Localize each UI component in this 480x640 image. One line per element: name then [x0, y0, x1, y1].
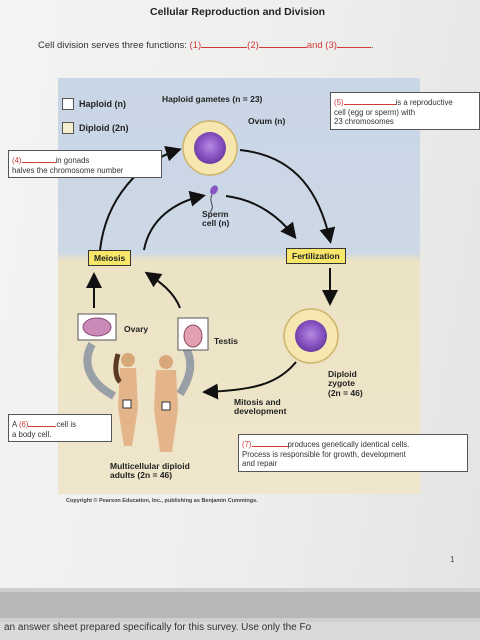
q7-text-line2: Process is responsible for growth, devel… [242, 449, 406, 459]
blank-1-line [201, 38, 248, 48]
functions-prefix: Cell division serves three functions: [38, 40, 190, 51]
conj-and: and [306, 40, 326, 51]
blank-2-label: (2) [247, 40, 259, 51]
question-7-box: (7) produces genetically identical cells.… [238, 434, 468, 473]
life-cycle-figure: Haploid (n) Diploid (2n) Haploid gametes… [58, 78, 420, 504]
q4-blank[interactable] [21, 153, 56, 163]
testis-icon [177, 317, 209, 351]
page-title: Cellular Reproduction and Division [150, 6, 326, 18]
ovum-to-fertilization-arrow [239, 149, 336, 244]
adults-to-ovary-arrow [83, 342, 117, 400]
q7-blank[interactable] [251, 437, 288, 447]
functions-question: Cell division serves three functions: (1… [38, 38, 374, 51]
q4-text-line1: in gonads [55, 156, 90, 165]
sperm-label-line2: cell (n) [202, 218, 230, 229]
legend-diploid: Diploid (2n) [62, 122, 129, 134]
q5-text-line2: cell (egg or sperm) with [334, 107, 416, 117]
mitosis-label-line2: development [234, 406, 287, 417]
adults-label: Multicellular diploid adults (2n = 46) [110, 461, 190, 481]
testis-to-meiosis-arrow [144, 271, 181, 309]
meiosis-to-sperm-arrow [143, 190, 206, 251]
q5-text-line1: is a reproductive [395, 98, 453, 107]
fertilization-tag: Fertilization [286, 248, 346, 264]
zygote-cell [283, 308, 339, 364]
mitosis-label: Mitosis and development [234, 397, 287, 417]
ovum-cell [182, 120, 238, 176]
q6-text-line2: a body cell. [12, 429, 52, 439]
q6-text-line1: cell is [56, 420, 76, 429]
ovum-label: Ovum (n) [248, 116, 286, 126]
q4-text-line2: halves the chromosome number [12, 165, 124, 175]
question-6-box: A (6) cell is a body cell. [8, 414, 112, 443]
page-number: 1 [450, 555, 455, 564]
page-gap [0, 592, 480, 618]
legend-haploid: Haploid (n) [62, 98, 126, 110]
q7-number: (7) [242, 440, 252, 449]
sperm-label: Sperm cell (n) [202, 209, 230, 229]
next-page-text: an answer sheet prepared specifically fo… [0, 622, 480, 640]
adults-label-line2: adults (2n = 46) [110, 470, 173, 481]
mitosis-label-line1: Mitosis and [234, 397, 281, 407]
copyright-text: Copyright © Pearson Education, Inc., pub… [66, 498, 258, 504]
legend-haploid-label: Haploid (n) [79, 99, 126, 109]
blank-2-line [258, 38, 307, 48]
adults-to-testis-arrow [176, 346, 195, 397]
q5-number: (5) [334, 98, 344, 107]
q6-number: (6) [18, 420, 29, 429]
haploid-gametes-label: Haploid gametes (n = 23) [162, 94, 263, 104]
sentence-end: . [370, 40, 374, 51]
legend-diploid-label: Diploid (2n) [79, 123, 129, 133]
zygote-to-adults-arrow [202, 361, 297, 400]
meiosis-to-ovum-arrow [99, 145, 182, 251]
testis-label: Testis [214, 336, 238, 346]
male-adult-figure [154, 355, 178, 452]
q5-blank[interactable] [343, 95, 396, 105]
zygote-label: Diploid zygote (2n = 46) [328, 369, 363, 398]
diagram-graphics [77, 120, 339, 452]
legend-diploid-swatch [62, 122, 74, 134]
blank-3-line [336, 38, 371, 48]
sperm-label-line1: Sperm [202, 209, 229, 219]
sperm-cell [209, 185, 218, 213]
ovary-label: Ovary [124, 324, 149, 334]
zygote-label-line1: Diploid [328, 369, 357, 379]
legend-haploid-swatch [62, 98, 74, 110]
q6-blank[interactable] [28, 417, 57, 427]
question-5-box: (5) is a reproductive cell (egg or sperm)… [330, 92, 480, 131]
meiosis-tag: Meiosis [88, 250, 132, 266]
blank-1-label: (1) [189, 40, 202, 51]
ovary-icon [77, 313, 117, 341]
zygote-label-line3: (2n = 46) [328, 387, 363, 398]
question-4-box: (4) in gonads halves the chromosome numbe… [8, 150, 162, 179]
adults-label-line1: Multicellular diploid [110, 461, 190, 471]
q4-number: (4) [12, 156, 22, 165]
q5-text-line3: 23 chromosomes [334, 117, 394, 127]
q6-prefix: A [12, 420, 19, 429]
blank-3-label: (3) [325, 40, 337, 51]
sperm-to-fertilization-arrow [225, 195, 297, 240]
zygote-label-line2: zygote [328, 378, 355, 389]
q7-text-line1: produces genetically identical cells. [287, 440, 410, 449]
q7-text-line3: and repair [242, 459, 278, 469]
female-adult-figure [113, 353, 138, 446]
